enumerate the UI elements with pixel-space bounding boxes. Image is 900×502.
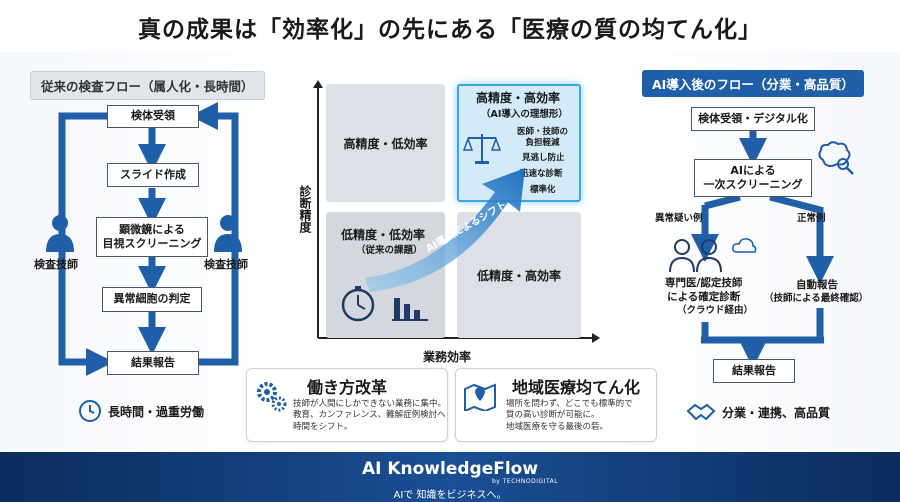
legacy-quadrant-subtitle: （従来の課題） (356, 245, 423, 256)
x-axis-label: 業務効率 (423, 350, 472, 364)
shift-arrow (365, 168, 525, 292)
card-regional-title: 地域医療均てん化 (512, 378, 641, 397)
specialists-icon (669, 239, 722, 272)
brand-byline: by TECHNODIGITAL (492, 478, 559, 485)
brand-slogan: AIで 知識をビジネスへ。 (393, 490, 507, 501)
step-digitize: 検体受領・デジタル化 (691, 107, 815, 131)
step-slide-prep: スライド作成 (107, 163, 199, 187)
step-ai-screening: AIによる 一次スクリーニング (694, 159, 812, 197)
cloud-icon (732, 238, 757, 253)
technician-icon (214, 215, 242, 252)
step-microscope-screening: 顕微鏡による 目視スクリーニング (96, 217, 208, 257)
ideal-point-standardize: 標準化 (530, 185, 556, 195)
ideal-point-rapid: 迅速な診断 (520, 169, 563, 179)
y-axis-label: 診断精度 (298, 185, 312, 233)
step-abnormal-judgement: 異常細胞の判定 (102, 287, 202, 312)
card-workstyle-title: 働き方改革 (307, 378, 388, 397)
ideal-point-prevent-miss: 見逃し防止 (522, 153, 565, 163)
legacy-flow-tag: 従来の検査フロー（属人化・長時間） (30, 71, 265, 100)
declining-chart-icon (392, 298, 428, 321)
card-workstyle: 働き方改革 技師が人間にしかできない業務に集中。 教育、カンファレンス、難解症例… (246, 368, 448, 442)
stopwatch-icon (341, 286, 375, 322)
card-regional-medicine: 地域医療均てん化 場所を問わず、どこでも標準的で 質の高い診断が可能に。 地域医… (455, 368, 657, 442)
page-title: 真の成果は「効率化」の先にある「医療の質の均てん化」 (138, 17, 762, 43)
step-sample-receipt: 検体受領 (107, 105, 199, 128)
gears-icon (257, 382, 287, 412)
footer-banner: AI KnowledgeFlow by TECHNODIGITAL AIで 知識… (0, 452, 900, 502)
matrix-axes (313, 80, 600, 343)
clock-icon (79, 400, 101, 422)
ai-brain-icon (818, 141, 854, 175)
legacy-outcome: 長時間・過重労働 (108, 405, 205, 419)
legacy-quadrant-title: 低精度・低効率 (341, 228, 426, 242)
card-workstyle-text: 技師が人間にしかできない業務に集中。 教育、カンファレンス、難解症例検討へ 時間… (293, 399, 447, 432)
handshake-icon (686, 403, 716, 421)
technician-label-left: 検査技師 (34, 258, 78, 271)
branch-abnormal-label: 異常疑い例 (655, 213, 703, 224)
map-pin-icon (464, 383, 496, 411)
confirm-diagnosis: 専門医/認定技師 による確定診断 (665, 277, 743, 304)
branch-normal-label: 正常例 (797, 213, 826, 224)
ideal-subtitle: （AI導入の理想形） (481, 109, 568, 120)
brand-name: AI KnowledgeFlow (361, 459, 539, 479)
ai-flow-tag: AI導入後のフロー（分業・高品質） (642, 70, 864, 97)
ideal-point-burden: 医師・技師の 負担軽減 (517, 127, 569, 149)
ideal-title: 高精度・高効率 (476, 91, 561, 105)
auto-report: 自動報告 (796, 279, 838, 291)
ai-outcome: 分業・連携、高品質 (722, 406, 831, 420)
technician-label-right: 検査技師 (204, 258, 248, 271)
step-report: 結果報告 (107, 351, 199, 375)
card-regional-text: 場所を問わず、どこでも標準的で 質の高い診断が可能に。 地域医療を守る最後の砦。 (506, 399, 633, 432)
quadrant-high-accuracy-low-efficiency: 高精度・低効率 (326, 84, 445, 202)
step-final-report: 結果報告 (713, 359, 795, 383)
balance-scale-icon (462, 134, 502, 164)
technician-icon (46, 215, 74, 252)
auto-report-sub: （技師による最終確認） (764, 293, 869, 304)
confirm-diagnosis-sub: （クラウド経由） (677, 305, 754, 316)
